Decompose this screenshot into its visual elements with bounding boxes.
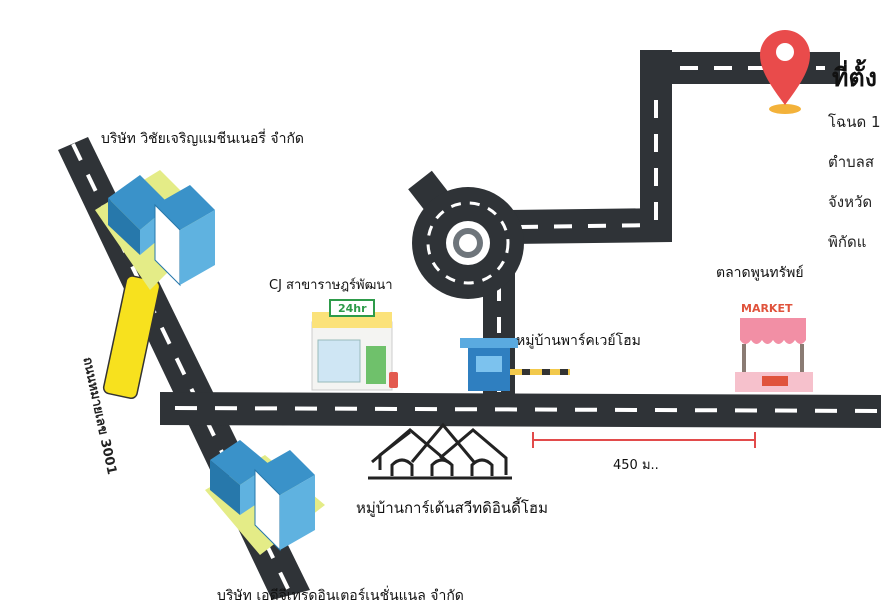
page-title: ที่ตั้ง [832,63,877,92]
cj-store [311,299,398,391]
subdistrict-line: ตำบลส [828,153,875,171]
market-sign: MARKET [741,302,793,315]
scale-label: 450 ม.. [613,458,659,473]
houses-icon [368,422,512,480]
factory-top-label: บริษัท วิชัยเจริญแมชีนเนอรี่ จำกัด [101,131,305,147]
province-line: จังหวัด [828,193,873,211]
top-road [640,52,840,84]
market-label: ตลาดพูนทรัพย์ [716,265,804,281]
factory-bottom-label: บริษัท เอดีจีเทรดอินเตอร์เนชั่นแนล จำกัด [217,588,464,604]
coordinates-line: พิกัดแ [828,233,867,251]
village-garden-label: หมู่บ้านการ์เด้นสวีทดิอินดี้โฮม [356,499,548,517]
village-gate [460,338,570,391]
location-pin-icon [760,29,811,114]
scale-bar [532,432,756,448]
cj-store-sign: 24hr [338,302,367,315]
main-road [160,392,881,428]
east-road [505,208,672,244]
village-park-label: หมู่บ้านพาร์คเวย์โฮม [516,333,641,349]
market-stall [735,300,813,392]
factory-bottom-building [205,440,325,555]
roundabout [408,170,524,299]
factory-top-building [95,170,215,290]
cj-store-label: CJ สาขาราษฎร์พัฒนา [269,278,393,293]
deed-line: โฉนด 1 [828,113,881,131]
